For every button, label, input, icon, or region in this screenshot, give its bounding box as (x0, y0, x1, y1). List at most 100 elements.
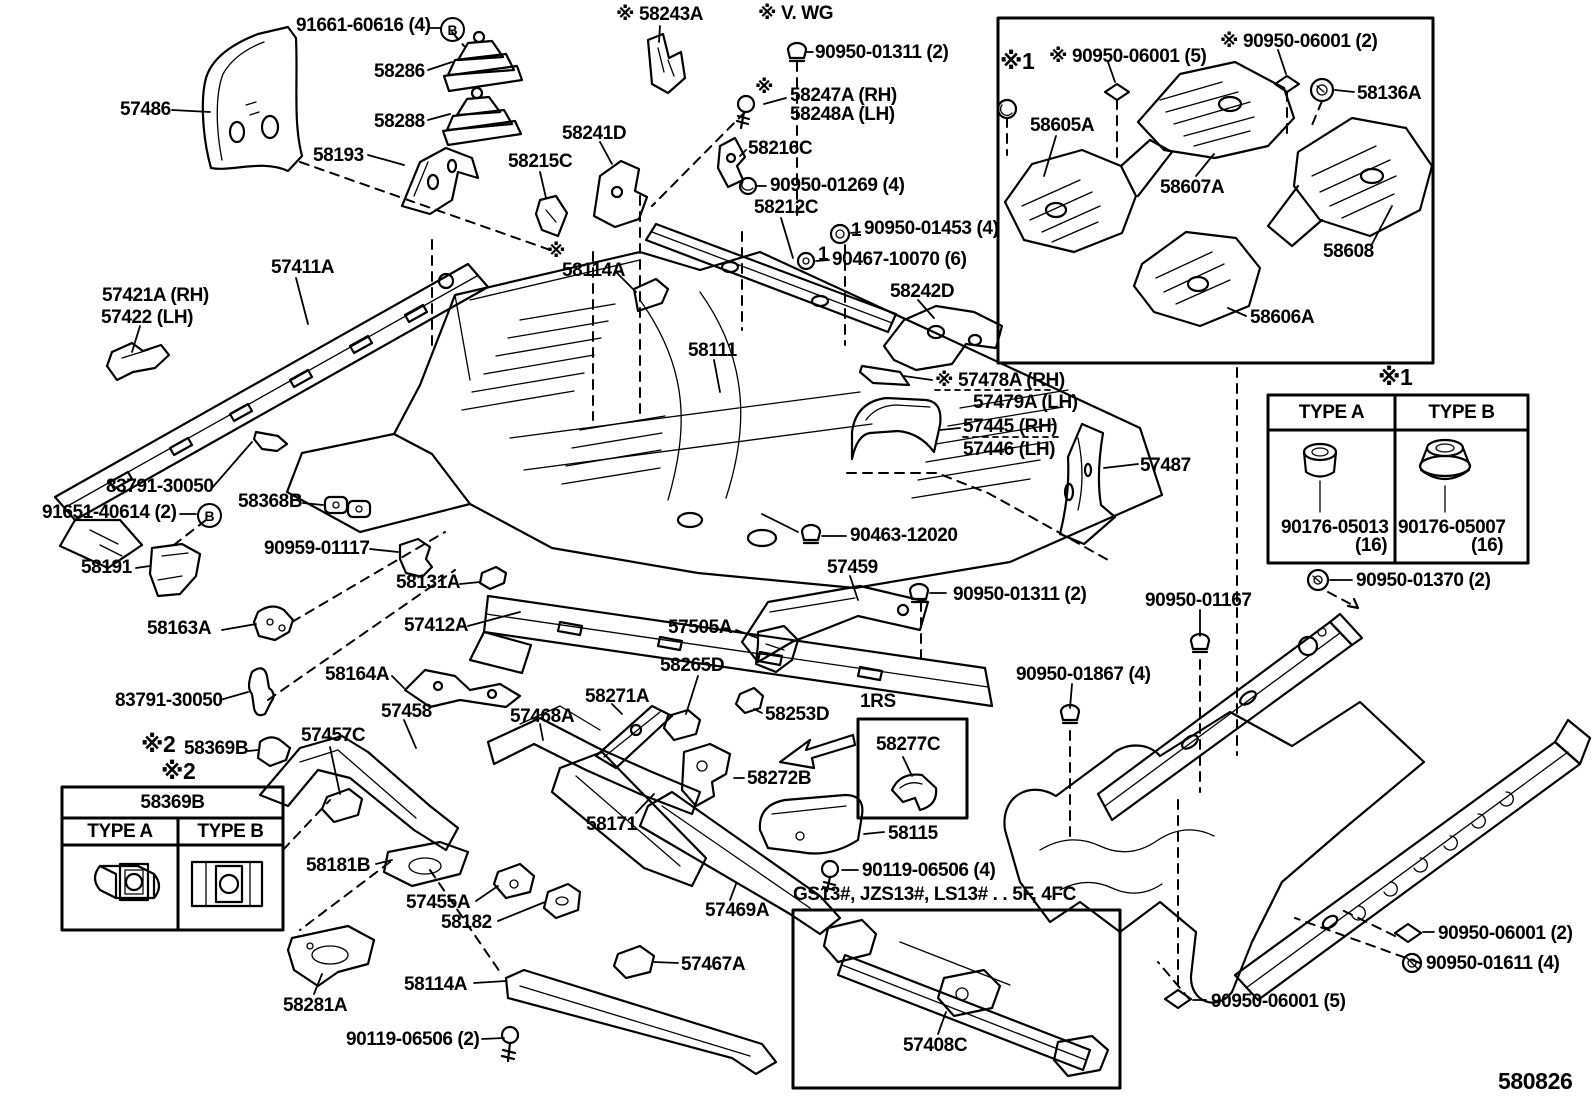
label-57446: 57446 (LH) (963, 439, 1056, 460)
label-58253D: 58253D (765, 704, 830, 725)
label-58115: 58115 (888, 823, 938, 844)
label-58248A: 58248A (LH) (790, 104, 895, 125)
ast2-mark-a: ※2 (141, 731, 176, 757)
label-91651-40614: 91651-40614 (2) (42, 502, 177, 523)
label-90950-01453: 90950-01453 (4) (864, 218, 999, 239)
label-58212C: 58212C (754, 197, 819, 218)
label-57412A: 57412A (404, 615, 469, 636)
irs-arrow (778, 733, 857, 770)
part-57455A-bracket (492, 862, 536, 900)
type-b-grommet-icon (1418, 438, 1472, 513)
part-57486-cowl-side-panel (201, 25, 304, 173)
part-57487-cowl-side-panel (1058, 422, 1117, 546)
part-58242D-bracket (882, 304, 1004, 372)
part-57457C-bracket (320, 787, 364, 824)
part-58216C-bracket (716, 136, 747, 189)
part-57478A-bracket (858, 364, 911, 387)
part-58607A-silencer (1136, 60, 1296, 160)
marker-1-b: 1 (818, 244, 829, 265)
label-58163A: 58163A (147, 618, 212, 639)
label-58171: 58171 (586, 814, 637, 835)
label-58608: 58608 (1323, 241, 1374, 262)
label-90119-06506-4: 90119-06506 (4) (862, 860, 996, 881)
assembly-dashed-lines (169, 31, 1421, 1001)
label-58606A: 58606A (1250, 307, 1315, 328)
part-57421A-bracket (105, 341, 171, 382)
circled-b-text-2: B (204, 507, 215, 524)
label-90950-01311-b: 90950-01311 (2) (953, 584, 1087, 605)
grommet-90950-01311b-icon (908, 582, 930, 604)
grommet-90950-01167-icon (1189, 632, 1211, 654)
asterisk-mark: ※ (755, 77, 774, 98)
label-58605A: 58605A (1030, 115, 1095, 136)
label-90119-06506-2: 90119-06506 (2) (346, 1029, 480, 1050)
part-57458-crossmember (258, 734, 460, 852)
label-58182: 58182 (441, 912, 492, 933)
ast1-mark-table: ※1 (1378, 364, 1413, 390)
label-90176-05013-qty: (16) (1355, 535, 1388, 556)
part-58181B-plate (382, 840, 470, 888)
label-90950-01370: 90950-01370 (2) (1356, 570, 1491, 591)
part-58115-panel (758, 793, 864, 855)
grommet-90467-10070-icon (796, 251, 816, 271)
label-57445: 57445 (RH) (963, 416, 1058, 437)
part-58369B-clip-top (256, 736, 292, 768)
label-58136A: 58136A (1357, 83, 1422, 104)
part-58131A-clip (478, 565, 508, 591)
grommet-58136A-icon (1309, 77, 1335, 103)
label-58277C: 58277C (876, 734, 941, 755)
label-57455A: 57455A (406, 892, 471, 913)
label-57411A: 57411A (271, 257, 335, 278)
label-90467-10070: 90467-10070 (6) (832, 249, 967, 270)
screw-90950-01269-icon (738, 176, 758, 196)
label-90176-05007-qty: (16) (1471, 535, 1504, 556)
part-57445-seat-brace (850, 396, 942, 461)
grommet-90950-01311-top-icon (786, 41, 808, 63)
circled-b-icon-2: B (197, 503, 222, 528)
label-57467A: 57467A (681, 954, 746, 975)
label-57458: 57458 (381, 701, 432, 722)
part-58253D-clip (734, 686, 765, 715)
label-90950-06001-5: 90950-06001 (5) (1211, 991, 1346, 1012)
part-58608-silencer (1266, 116, 1434, 248)
drawing-number: 580826 (1498, 1068, 1573, 1094)
part-58272B-bracket (680, 742, 732, 808)
part-83791-30050-hook-top (252, 430, 289, 453)
part-58286-shift-boot (442, 30, 524, 93)
grommet-90463-12020-icon (800, 523, 822, 545)
label-58281A: 58281A (283, 995, 348, 1016)
part-rocker-sill-lower (1233, 718, 1592, 1002)
part-57412A-rail (468, 594, 994, 708)
clip-table-header: 58369B (140, 792, 205, 813)
grommet-type-table (1266, 393, 1530, 565)
part-58277C-bracket (890, 773, 938, 812)
label-58288: 58288 (374, 111, 425, 132)
label-gs13-applicability: GS13#, JZS13#, LS13# . . 5F, 4FC (793, 884, 1076, 905)
part-58191-bracket (148, 542, 202, 598)
label-90950-01167: 90950-01167 (1145, 590, 1252, 611)
label-57421A: 57421A (RH) (102, 285, 209, 306)
part-57469A-crossmember (638, 790, 842, 936)
clip-type-table (60, 785, 285, 932)
grommet-90950-01370-icon (1306, 568, 1330, 592)
grommet-table-type-a: TYPE A (1298, 402, 1365, 423)
ast1-grommet-icon (996, 98, 1018, 120)
label-57469A: 57469A (705, 900, 770, 921)
label-83791-30050-a: 83791-30050 (106, 476, 214, 497)
label-58286: 58286 (374, 61, 425, 82)
type-a-grommet-icon (1302, 442, 1338, 513)
part-58114A-bottom-brace (504, 968, 778, 1076)
label-90959-01117: 90959-01117 (264, 538, 370, 559)
part-floor-side-panel (1003, 700, 1426, 1004)
label-90950-01269: 90950-01269 (4) (770, 175, 905, 196)
clip-table-type-a: TYPE A (87, 821, 153, 842)
label-57457C: 57457C (301, 725, 366, 746)
grommet-table-type-b: TYPE B (1428, 402, 1495, 423)
leader-lines (131, 25, 1435, 1040)
label-58216C: 58216C (748, 138, 813, 159)
label-57422: 57422 (LH) (101, 307, 194, 328)
label-57487: 57487 (1140, 455, 1191, 476)
part-83791-30050-hook-bottom (247, 667, 275, 717)
label-57505A: 57505A (668, 617, 733, 638)
clip-table-type-b: TYPE B (197, 821, 264, 842)
